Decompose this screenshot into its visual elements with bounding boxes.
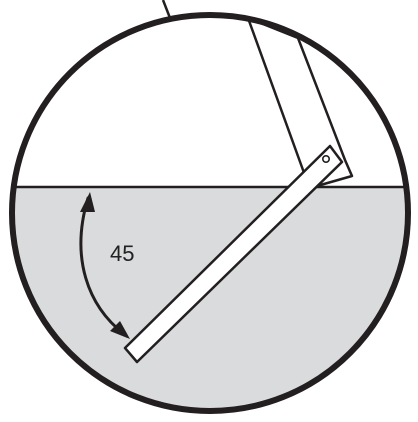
- pivot-pin: [321, 155, 330, 164]
- water-region: [12, 187, 408, 411]
- angled-bar: [123, 144, 344, 364]
- arc-arrowhead-bottom: [110, 321, 130, 339]
- angle-label: 45: [110, 241, 135, 266]
- angle-arc: [79, 196, 126, 336]
- magnifier-circle-outline: [9, 12, 411, 414]
- arc-arrowhead-top: [80, 192, 95, 212]
- top-support-line: [161, 0, 172, 19]
